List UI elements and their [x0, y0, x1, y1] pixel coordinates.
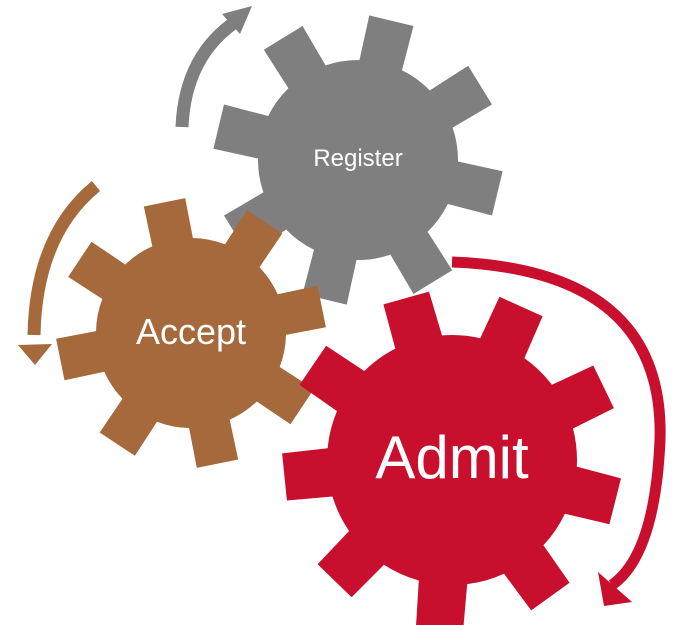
- arrow-accept-curve: [27, 180, 101, 336]
- gear-register-label: Register: [313, 145, 402, 172]
- arrow-register-head: [222, 6, 252, 34]
- gear-accept-label: Accept: [136, 311, 246, 352]
- gear-register: Register: [213, 15, 503, 305]
- gear-admit: Admit: [282, 291, 621, 630]
- arrow-admit: [451, 256, 666, 606]
- gear-accept-icon: [56, 198, 326, 468]
- gear-accept: Accept: [56, 198, 326, 468]
- arrow-accept: [18, 180, 101, 365]
- arrow-admit-curve: [451, 256, 666, 590]
- arrow-admit-head: [598, 572, 632, 606]
- gear-admit-icon: [282, 291, 621, 630]
- arrow-register-curve: [175, 14, 242, 128]
- gear-register-icon: [213, 15, 503, 305]
- arrow-register: [175, 6, 252, 128]
- gear-admit-label: Admit: [375, 424, 529, 491]
- arrow-accept-head: [18, 344, 52, 365]
